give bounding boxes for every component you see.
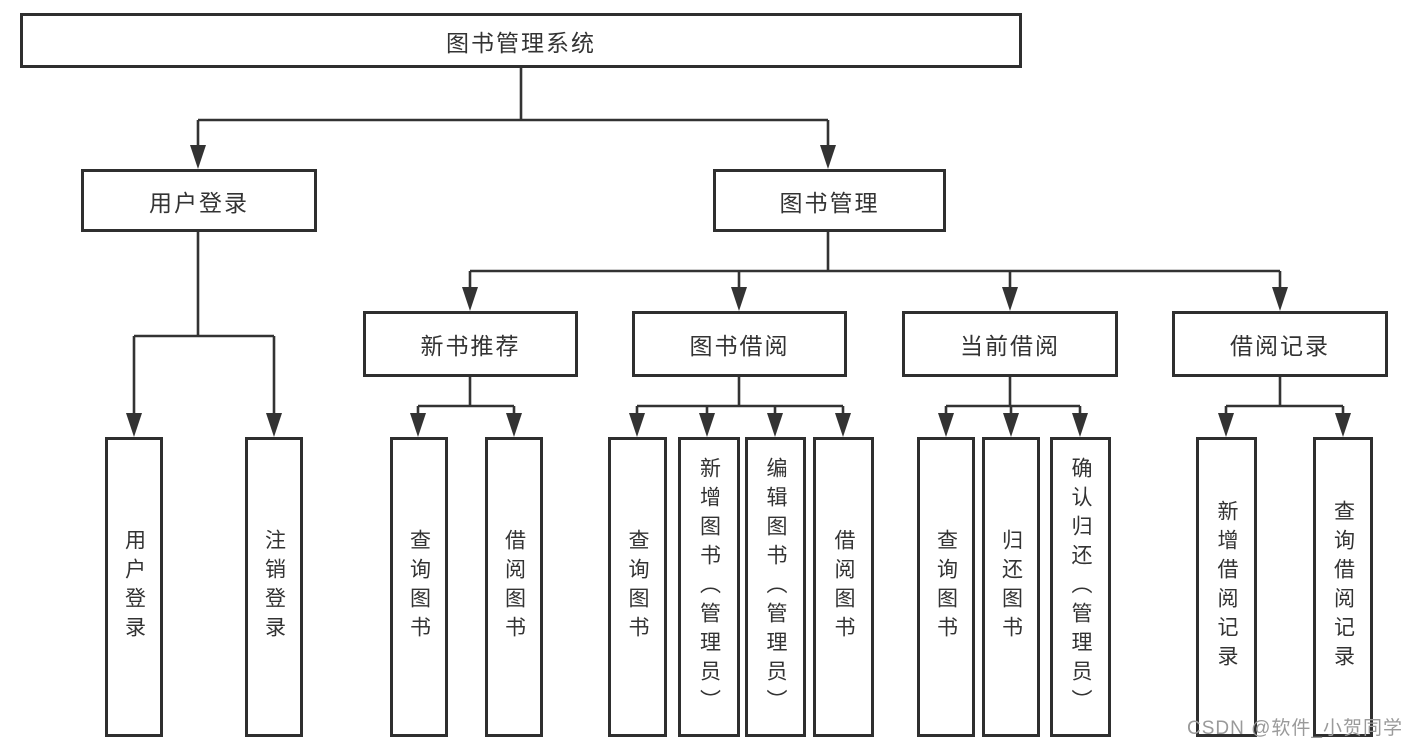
leaf-query-books-borrowing: 查询图书 — [608, 437, 667, 737]
leaf-user-login-label: 用户登录 — [122, 529, 146, 645]
node-new-book-recommend-label: 新书推荐 — [420, 333, 521, 359]
leaf-borrow-books-borrowing-label: 借阅图书 — [832, 529, 855, 645]
leaf-logout-label: 注销登录 — [262, 529, 286, 645]
node-new-book-recommend: 新书推荐 — [363, 311, 578, 377]
leaf-query-books-recommend-label: 查询图书 — [407, 529, 431, 645]
leaf-query-borrow-record: 查询借阅记录 — [1313, 437, 1373, 737]
leaf-query-books-current-label: 查询图书 — [934, 529, 958, 645]
leaf-confirm-return-admin-label: 确认归还（管理员） — [1069, 456, 1092, 718]
csdn-watermark: CSDN @软件_小贺同学 — [1187, 718, 1403, 739]
leaf-return-book: 归还图书 — [982, 437, 1040, 737]
leaf-logout: 注销登录 — [245, 437, 303, 737]
leaf-query-books-borrowing-label: 查询图书 — [626, 529, 649, 645]
node-root-label: 图书管理系统 — [446, 29, 596, 56]
node-user-login-branch: 用户登录 — [81, 169, 317, 232]
node-current-borrowing: 当前借阅 — [902, 311, 1118, 377]
leaf-query-books-recommend: 查询图书 — [390, 437, 448, 737]
leaf-return-book-label: 归还图书 — [999, 529, 1023, 645]
node-book-management-branch-label: 图书管理 — [779, 189, 880, 216]
leaf-add-borrow-record: 新增借阅记录 — [1196, 437, 1257, 737]
leaf-query-books-current: 查询图书 — [917, 437, 975, 737]
leaf-query-borrow-record-label: 查询借阅记录 — [1331, 500, 1355, 674]
leaf-add-borrow-record-label: 新增借阅记录 — [1215, 500, 1238, 674]
leaf-edit-book-admin-label: 编辑图书（管理员） — [764, 456, 787, 718]
node-root-library-management-system: 图书管理系统 — [20, 13, 1022, 68]
leaf-edit-book-admin: 编辑图书（管理员） — [745, 437, 806, 737]
node-borrowing-records: 借阅记录 — [1172, 311, 1388, 377]
leaf-add-book-admin: 新增图书（管理员） — [678, 437, 740, 737]
node-current-borrowing-label: 当前借阅 — [960, 333, 1060, 359]
leaf-borrow-books-borrowing: 借阅图书 — [813, 437, 874, 737]
node-borrowing-records-label: 借阅记录 — [1230, 333, 1330, 359]
node-book-management-branch: 图书管理 — [713, 169, 946, 232]
leaf-user-login: 用户登录 — [105, 437, 163, 737]
leaf-confirm-return-admin: 确认归还（管理员） — [1050, 437, 1111, 737]
leaf-borrow-books-recommend: 借阅图书 — [485, 437, 543, 737]
node-book-borrowing: 图书借阅 — [632, 311, 847, 377]
node-user-login-branch-label: 用户登录 — [149, 189, 249, 216]
leaf-borrow-books-recommend-label: 借阅图书 — [502, 529, 526, 645]
node-book-borrowing-label: 图书借阅 — [689, 333, 790, 359]
leaf-add-book-admin-label: 新增图书（管理员） — [697, 456, 721, 718]
